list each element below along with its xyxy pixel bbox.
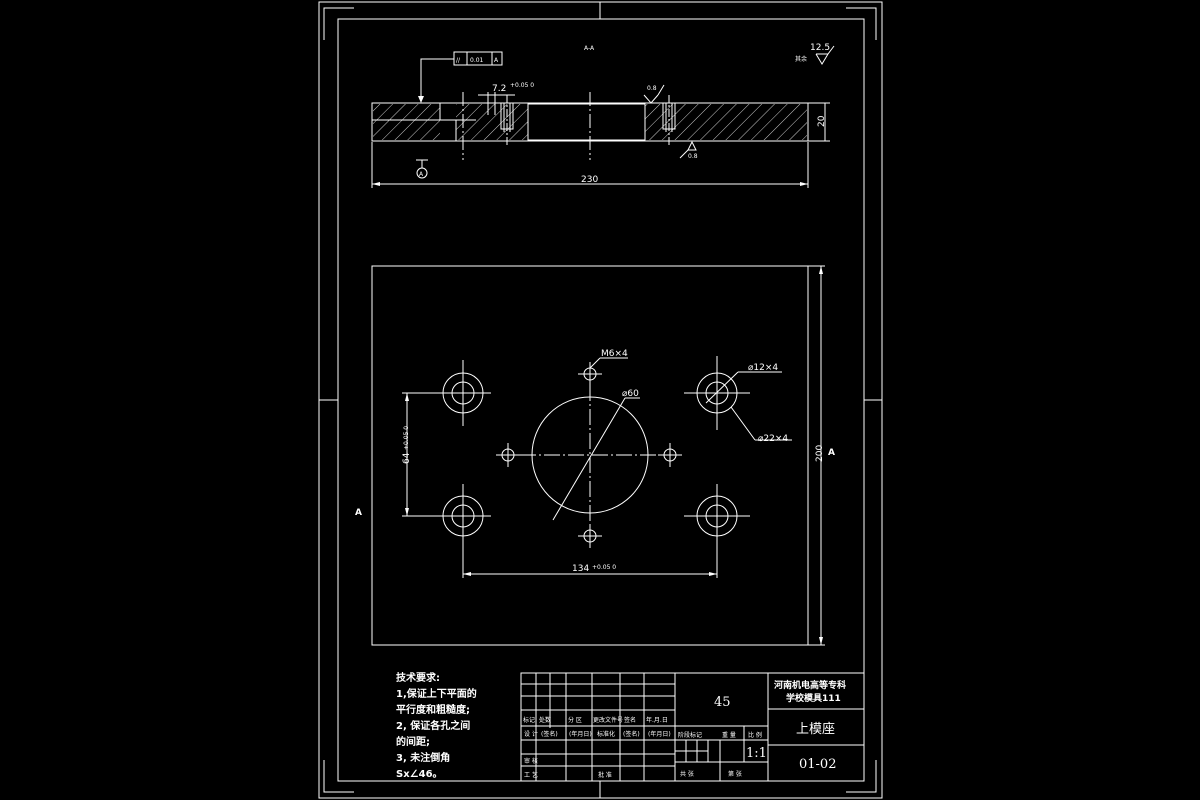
tolerance-frame: // 0.01 A: [418, 51, 503, 103]
section-view-label: A-A: [584, 45, 595, 52]
counterbore-dimension: 7.2 +0.05 0: [478, 82, 534, 115]
horizontal-spacing-dimension: 134 +0.05 0: [462, 540, 718, 578]
svg-text:(签名): (签名): [541, 730, 558, 738]
counterbore-hole-bottom-left: [435, 484, 491, 548]
tech-req-line-3: 2, 保证各孔之间: [396, 719, 470, 732]
svg-text:(年月日): (年月日): [569, 730, 592, 738]
tech-req-line-5: 3, 未注倒角: [396, 751, 450, 764]
threaded-hole-bottom: [578, 524, 602, 548]
horizontal-spacing: 134: [572, 564, 589, 574]
roughness-label: 其余: [795, 55, 807, 63]
svg-text:0.8: 0.8: [688, 153, 698, 160]
school-line-2: 学校模具111: [786, 692, 841, 704]
svg-text:审 核: 审 核: [524, 757, 538, 765]
part-name: 上模座: [796, 722, 835, 737]
width-dimension: 200: [808, 265, 825, 646]
section-marker-right: A: [828, 448, 835, 458]
hole-small-label: ⌀12×4: [748, 363, 778, 373]
svg-text:标准化: 标准化: [597, 730, 615, 738]
threaded-hole-right: [658, 443, 682, 467]
datum-symbol: A: [416, 159, 428, 179]
hatch-mid-left: [476, 104, 528, 140]
tech-requirements: 技术要求: 1,保证上下平面的 平行度和粗糙度; 2, 保证各孔之间 的间距; …: [396, 671, 477, 780]
svg-text:标记: 标记: [523, 716, 535, 724]
tech-req-line-6: Sx∠46。: [396, 769, 443, 780]
counterbore-dim: 7.2: [492, 84, 506, 94]
svg-text:批 准: 批 准: [598, 771, 612, 779]
section-marker-left: A: [355, 508, 362, 518]
vertical-spacing-dimension: 64 +0.05 0: [402, 392, 443, 517]
svg-text:重 量: 重 量: [722, 731, 736, 739]
hole-large-label: ⌀22×4: [758, 434, 788, 444]
svg-text:共 张: 共 张: [680, 770, 694, 778]
tech-req-title: 技术要求:: [396, 671, 440, 684]
section-view: A-A: [371, 45, 830, 188]
thickness-dim: 20: [817, 115, 827, 127]
material: 45: [714, 695, 731, 710]
tolerance-symbol: //: [456, 57, 461, 64]
svg-text:阶段标记: 阶段标记: [678, 731, 702, 739]
tech-req-line-4: 的间距;: [396, 735, 430, 748]
tolerance-value: 0.01: [470, 57, 484, 64]
thread-label: M6×4: [601, 349, 628, 359]
svg-text:分 区: 分 区: [568, 716, 582, 724]
bore-label: ⌀60: [622, 389, 639, 399]
svg-text:设 计: 设 计: [524, 730, 538, 738]
svg-text:0.8: 0.8: [647, 85, 657, 92]
svg-text:(年月日): (年月日): [648, 730, 671, 738]
horizontal-spacing-tol: +0.05 0: [592, 564, 616, 571]
svg-text:年.月.日: 年.月.日: [646, 716, 668, 724]
width-dim: 200: [815, 445, 825, 462]
threaded-hole-top: [578, 362, 602, 386]
tech-req-line-1: 1,保证上下平面的: [396, 687, 477, 700]
counterbore-hole-bottom-right: [684, 484, 750, 548]
surface-finish-bottom: 0.8: [679, 140, 698, 160]
hatch-left-inner: [456, 104, 476, 140]
counterbore-tol: +0.05 0: [510, 82, 534, 89]
surface-finish-top: 0.8: [643, 84, 665, 104]
hatch-left: [373, 104, 440, 140]
tech-req-line-2: 平行度和粗糙度;: [396, 703, 470, 716]
svg-text:工 艺: 工 艺: [524, 771, 538, 779]
title-block: 标记 处数 分 区 更改文件号 签名 年.月.日 设 计 (签名) (年月日) …: [520, 672, 865, 782]
roughness-value: 12.5: [810, 43, 830, 53]
datum-label: A: [419, 171, 424, 178]
svg-text:处数: 处数: [539, 716, 551, 724]
threaded-hole-left: [496, 443, 520, 467]
svg-text:(签名): (签名): [623, 730, 640, 738]
length-dimension: 230: [371, 142, 809, 188]
thickness-dimension: 20: [808, 102, 830, 142]
svg-text:签名: 签名: [624, 716, 636, 724]
scale: 1:1: [746, 746, 767, 761]
roughness-note: 其余 12.5: [795, 43, 835, 65]
counterbore-hole-top-left: [435, 360, 491, 426]
datum-reference: A: [494, 57, 499, 64]
drawing-number: 01-02: [799, 757, 836, 772]
svg-text:更改文件号: 更改文件号: [593, 716, 623, 724]
counterbore-hole-top-right: [684, 356, 750, 430]
length-dim: 230: [581, 175, 598, 185]
plan-view: A A ⌀60 M6×4: [355, 265, 835, 646]
svg-text:比 例: 比 例: [748, 731, 762, 739]
vertical-spacing-tol: +0.05 0: [403, 426, 410, 450]
school-line-1: 河南机电高等专科: [774, 679, 846, 691]
svg-text:第 张: 第 张: [728, 770, 742, 778]
vertical-spacing: 64: [402, 452, 412, 464]
